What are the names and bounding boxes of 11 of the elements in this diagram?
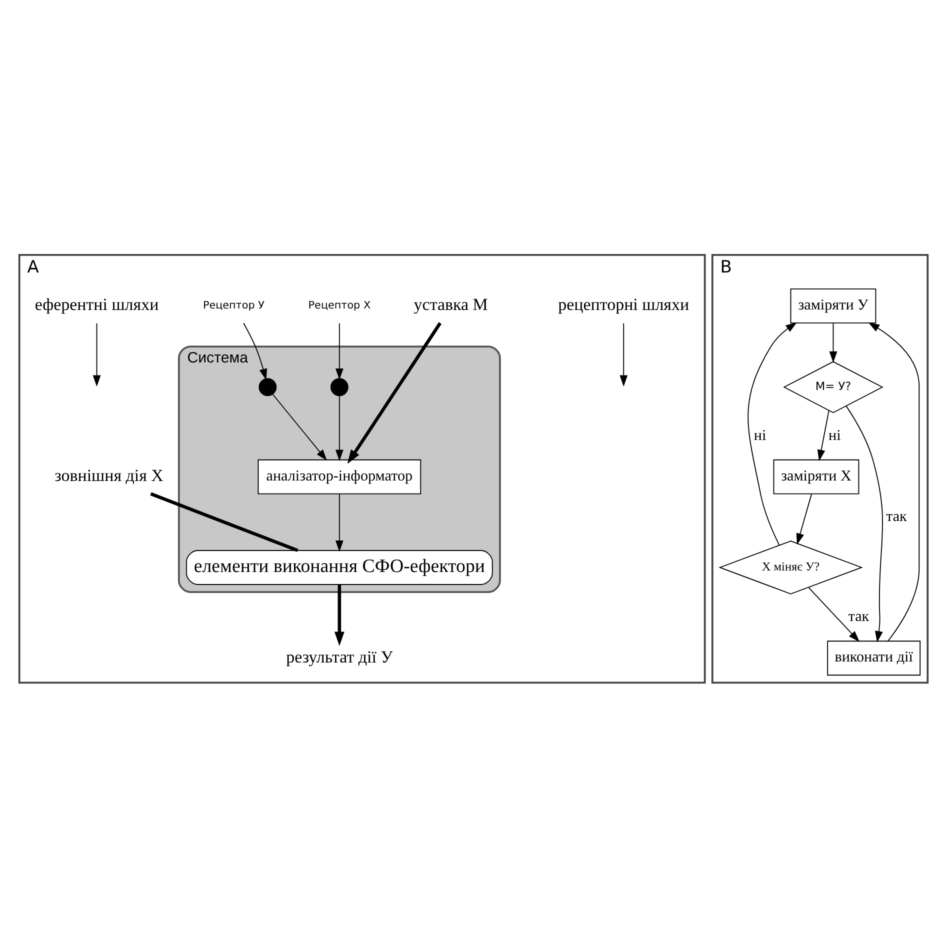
edge-label: ні [828,427,841,444]
edge-label: так [848,608,870,625]
node-text: рецепторні шляхи [558,294,690,314]
node-text: еферентні шляхи [34,294,159,314]
node-text: зовнішня дія Х [54,465,164,484]
node-text: результат дії У [286,646,393,666]
node-text: Рецептор Х [308,299,371,312]
node-text: уставка М [414,294,488,314]
node-text: Рецептор У [202,299,264,312]
edge-label: так [886,508,907,525]
edge-label: ні [754,427,766,444]
